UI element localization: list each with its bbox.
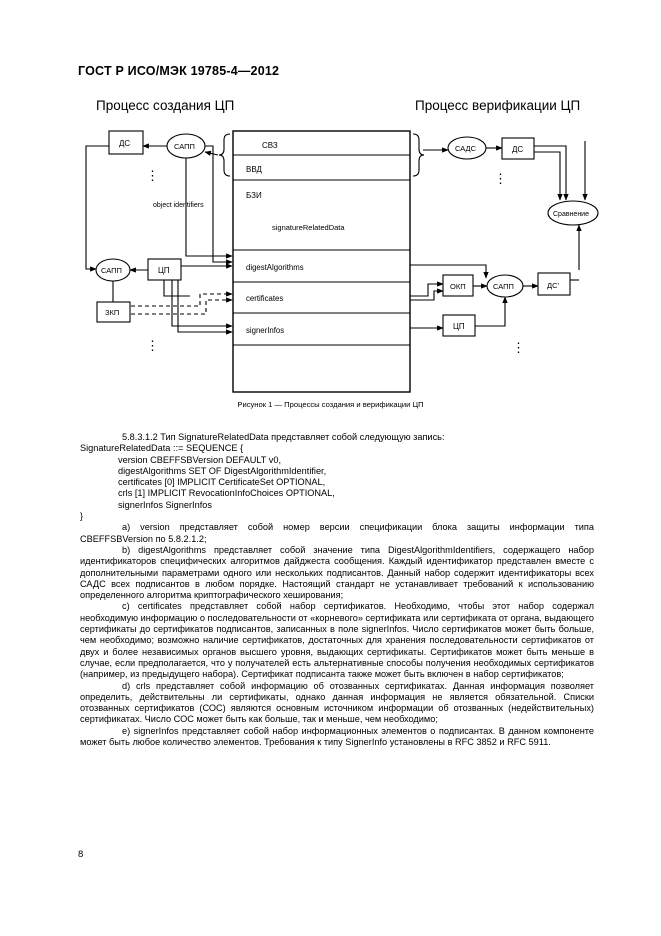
title-creation: Процесс создания ЦП — [96, 98, 234, 113]
annotation-object-identifiers: object identifiers — [153, 202, 204, 209]
field-signature-related-data: signatureRelatedData — [272, 223, 345, 232]
code-line: signerInfos SignerInfos — [118, 499, 212, 510]
comparison-label: Сравнение — [553, 211, 589, 218]
asn1-definition: SignatureRelatedData ::= SEQUENCE { vers… — [80, 443, 594, 522]
left-ds-label: ДС — [119, 139, 130, 148]
field-svz: СВЗ — [262, 141, 278, 150]
right-sapp-label: САПП — [493, 282, 514, 291]
right-sads-label: САДС — [455, 144, 477, 153]
right-ds-label: ДС — [512, 145, 523, 154]
code-line: certificates [0] IMPLICIT CertificateSet… — [118, 477, 326, 488]
left-cp-label: ЦП — [158, 266, 170, 275]
left-brace — [218, 133, 231, 177]
left-zkp-label: ЗКП — [105, 308, 119, 317]
left-sapp-top-label: САПП — [174, 142, 195, 151]
field-certificates: certificates — [246, 294, 283, 303]
left-ellipsis-2: ⋮ — [146, 338, 159, 353]
code-line: SignatureRelatedData ::= SEQUENCE { — [80, 443, 244, 454]
left-sapp-mid-label: САПП — [101, 266, 122, 275]
body-text: 5.8.3.1.2 Тип SignatureRelatedData предс… — [80, 432, 594, 748]
page-number: 8 — [78, 849, 84, 860]
left-ellipsis-1: ⋮ — [146, 168, 159, 183]
comparison-node — [547, 200, 599, 226]
left-ds-box — [108, 130, 144, 155]
right-brace — [412, 133, 425, 177]
figure-diagram: Процесс создания ЦП Процесс верификации … — [85, 98, 599, 393]
figure-caption: Рисунок 1 — Процессы создания и верифика… — [237, 400, 424, 409]
intro-paragraph: 5.8.3.1.2 Тип SignatureRelatedData предс… — [122, 432, 445, 442]
item-d: d) crls представляет собой информацию об… — [80, 680, 594, 725]
right-ds-prime-label: ДС' — [547, 281, 559, 290]
item-c: c) certificates представляет собой набор… — [80, 601, 594, 680]
field-bzi: БЗИ — [246, 191, 262, 200]
right-ellipsis-1: ⋮ — [494, 171, 507, 186]
right-cp-label: ЦП — [453, 322, 465, 331]
field-digest-algorithms: digestAlgorithms — [246, 263, 304, 272]
code-line: crls [1] IMPLICIT RevocationInfoChoices … — [118, 488, 335, 499]
field-signer-infos: signerInfos — [246, 326, 284, 335]
right-ellipsis-2: ⋮ — [512, 340, 525, 355]
code-line: version CBEFFSBVersion DEFAULT v0, — [118, 454, 282, 465]
right-okp-label: ОКП — [450, 282, 466, 291]
document-header: ГОСТ Р ИСО/МЭК 19785-4—2012 — [78, 64, 280, 78]
item-e: e) signerInfos представляет собой набор … — [80, 725, 594, 748]
title-verification: Процесс верификации ЦП — [415, 98, 580, 113]
code-line: digestAlgorithms SET OF DigestAlgorithmI… — [118, 465, 327, 476]
code-line: } — [80, 511, 84, 522]
item-b: b) digestAlgorithms представляет собой з… — [80, 544, 594, 601]
field-vvd: ВВД — [246, 165, 262, 174]
structure-box — [232, 130, 411, 393]
item-a: a) version представляет собой номер верс… — [80, 522, 594, 544]
